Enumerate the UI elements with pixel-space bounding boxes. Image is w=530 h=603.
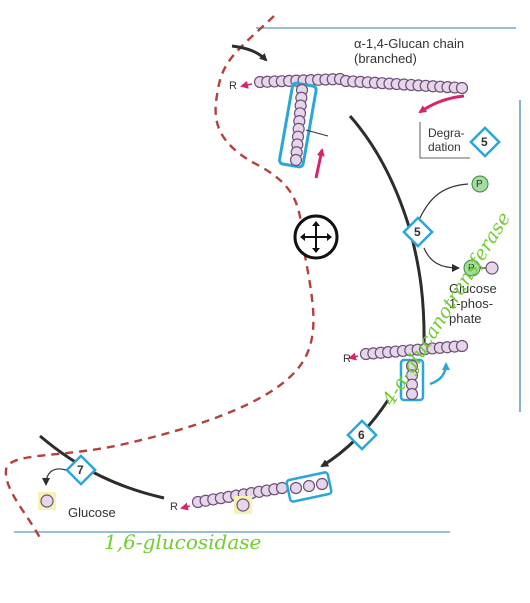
move-cross-icon[interactable] xyxy=(291,212,341,262)
g1p-phosphate-label: P xyxy=(468,263,475,274)
branch-pointer xyxy=(305,129,329,137)
degradation-direction-arrow xyxy=(418,94,465,114)
branch-box-top xyxy=(278,81,318,169)
reducing-end-arrow-top xyxy=(240,80,253,89)
glucosidase-annotation: 1,6-glucosidase xyxy=(104,530,262,554)
glucose-bead xyxy=(405,387,419,401)
glucan-chain-bottom xyxy=(191,477,329,509)
step5-top-number: 5 xyxy=(481,135,488,149)
branch-up-arrow xyxy=(314,148,325,179)
step5-mid-diamond xyxy=(402,216,434,248)
chain-title: α-1,4-Glucan chain xyxy=(354,36,465,51)
glucose-release-arrow xyxy=(42,468,67,486)
branch-beads-middle xyxy=(405,359,419,401)
glucose-bead xyxy=(455,339,469,353)
step5-mid-number: 5 xyxy=(414,225,421,239)
step6-number: 6 xyxy=(358,428,365,442)
g1p-label-line2: 1-phos- xyxy=(449,296,494,311)
reducing-end-label-middle: R xyxy=(343,353,351,365)
glucose-bead xyxy=(289,481,303,495)
glucose-bead xyxy=(302,479,316,493)
phosphate-in-label: P xyxy=(476,179,483,190)
reducing-end-label-top: R xyxy=(229,80,237,92)
g1p-label-line3: phate xyxy=(449,311,482,326)
glucan-chain-top xyxy=(253,72,469,95)
glucose-bead xyxy=(315,477,329,491)
incoming-arrow xyxy=(231,44,268,62)
step5-top-diamond xyxy=(469,126,501,158)
step6-diamond xyxy=(346,419,378,451)
degradation-label-line1: Degra- xyxy=(428,126,465,140)
degradation-label-line2: dation xyxy=(428,140,461,154)
glucose-bead xyxy=(289,153,303,167)
reducing-end-label-bottom: R xyxy=(170,501,178,513)
step7-diamond xyxy=(65,454,97,486)
g1p-label-line1: Glucose xyxy=(449,281,497,296)
glucose-bead xyxy=(455,81,469,95)
g1p-out-line xyxy=(423,247,460,272)
transferred-segment-box xyxy=(285,471,333,503)
glucan-chain-middle xyxy=(359,339,469,361)
free-glucose-bead xyxy=(40,494,54,508)
branch-glucose-bead xyxy=(236,498,250,512)
g1p-glucose-bead xyxy=(485,261,499,275)
branch-beads-top xyxy=(289,83,309,167)
dashed-boundary xyxy=(4,15,315,539)
reducing-end-arrow-middle xyxy=(348,352,359,361)
phosphate-in-line xyxy=(417,183,469,223)
transfer-arrow xyxy=(429,362,450,386)
glucose-label: Glucose xyxy=(68,505,116,520)
chain-subtitle: (branched) xyxy=(354,51,417,66)
step7-arrow xyxy=(39,434,165,500)
degradation-bracket xyxy=(419,122,470,159)
step7-number: 7 xyxy=(77,463,84,477)
reducing-end-arrow-bottom xyxy=(180,502,191,511)
phosphate-in-circle xyxy=(471,175,489,193)
